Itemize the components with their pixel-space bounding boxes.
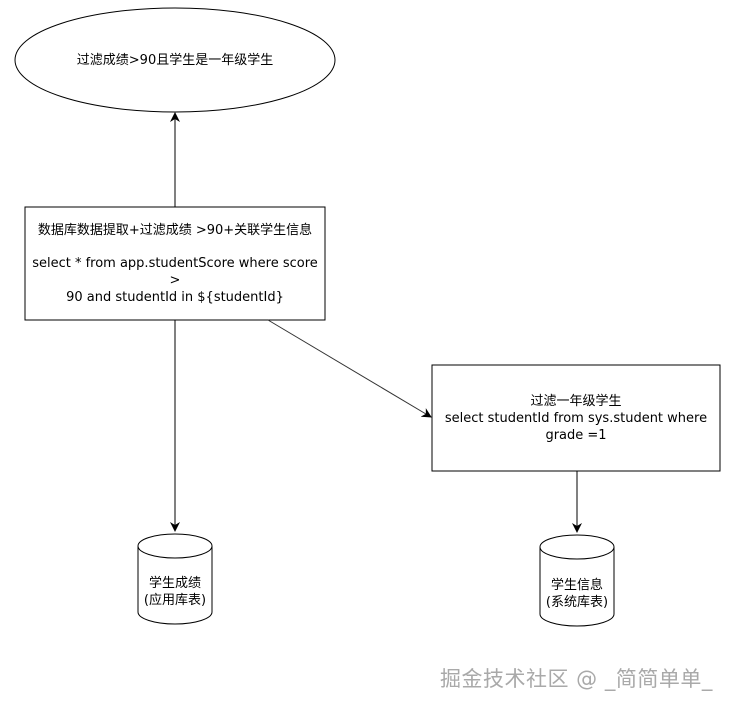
db-score-label: 学生成绩 (应用库表) [138, 566, 212, 618]
db-student-type: (系统库表) [545, 595, 609, 610]
filter-grade-sql-line2: grade =1 [545, 427, 607, 443]
filter-grade-label: 过滤一年级学生 select studentId from sys.studen… [434, 367, 718, 469]
filter-grade-process-box[interactable] [431, 364, 721, 472]
db-score-name: 学生成绩 [148, 576, 201, 591]
extract-title: 数据库数据提取+过滤成绩 >90+关联学生信息 [37, 222, 313, 238]
watermark: 掘金技术社区 @ _简简单单_ [440, 667, 713, 691]
extract-process-box[interactable] [24, 206, 326, 321]
result-label: 过滤成绩>90且学生是一年级学生 [30, 40, 320, 80]
filter-grade-sql-line1: select studentId from sys.student where [444, 410, 708, 426]
extract-label: 数据库数据提取+过滤成绩 >90+关联学生信息 select * from ap… [27, 209, 323, 318]
db-score-type: (应用库表) [143, 593, 207, 608]
arrow-extract-to-filter-grade[interactable] [267, 319, 432, 418]
db-student-label: 学生信息 (系统库表) [540, 568, 614, 620]
db-student-name: 学生信息 [550, 578, 603, 593]
extract-sql-line1: select * from app.studentScore where sco… [32, 255, 318, 288]
filter-grade-title: 过滤一年级学生 [530, 393, 622, 409]
db-student-cylinder[interactable] [539, 534, 615, 627]
extract-sql-line2: 90 and studentId in ${studentId} [66, 289, 284, 305]
db-score-cylinder[interactable] [137, 533, 213, 625]
result-text: 过滤成绩>90且学生是一年级学生 [76, 52, 274, 68]
